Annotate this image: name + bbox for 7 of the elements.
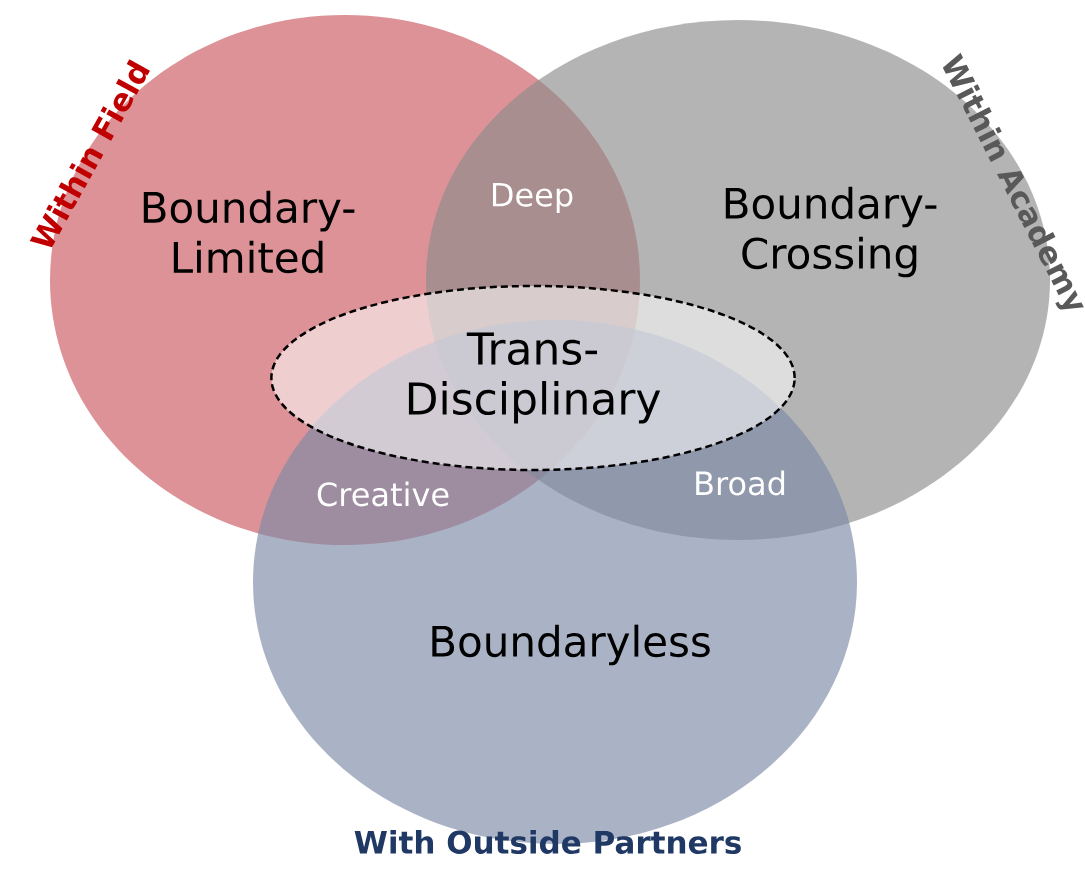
circle-label: Boundary-Crossing (725, 186, 937, 278)
overlap-label: Creative (317, 481, 449, 507)
circle-heading: With Outside Partners (354, 830, 741, 854)
circle-label: Boundary-Limited (143, 190, 355, 274)
circle-label: Boundaryless (432, 624, 710, 666)
overlap-label: Broad (696, 470, 785, 496)
overlap-label: Deep (493, 183, 573, 213)
